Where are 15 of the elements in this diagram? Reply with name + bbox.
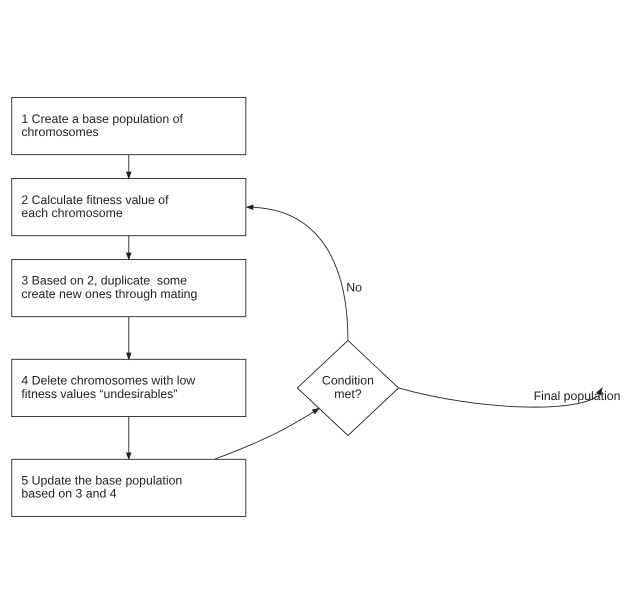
node-box: 3 Based on 2, duplicate some create new ones through mating	[11, 258, 246, 317]
node-box: 4 Delete chromosomes with low fitness values “undesirables”	[11, 358, 246, 417]
edge-label: No	[346, 280, 362, 294]
arrow	[398, 386, 603, 408]
arrow	[214, 407, 320, 460]
edge-label: Final population	[534, 388, 620, 403]
node-box: 2 Calculate fitness value of each chromosome	[11, 178, 246, 236]
arrow	[245, 204, 348, 340]
node-diamond: Condition met?	[296, 339, 400, 436]
arrow	[126, 234, 132, 260]
arrow	[126, 154, 132, 180]
arrow	[126, 316, 132, 360]
node-box: 5 Update the base population based on 3 and 4	[11, 458, 246, 516]
node-box: 1 Create a base population of chromosomes	[11, 96, 246, 155]
arrow	[126, 416, 132, 460]
